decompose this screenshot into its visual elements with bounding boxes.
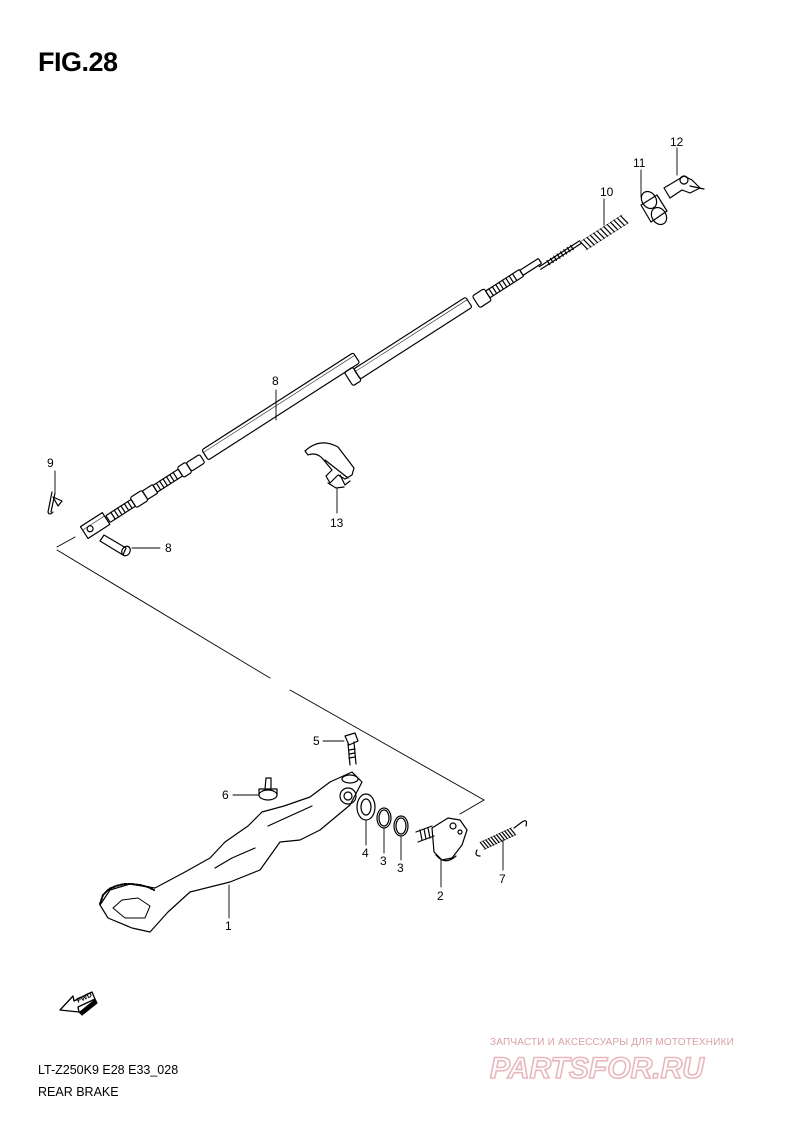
callout-5: 5 <box>313 734 320 748</box>
callout-4: 4 <box>362 846 369 860</box>
washer[interactable] <box>356 793 376 821</box>
pedal-bolt[interactable] <box>344 732 359 766</box>
callout-6: 6 <box>222 788 229 802</box>
cable-lower-adjuster <box>105 454 205 523</box>
cable-upper-fitting <box>472 258 542 308</box>
return-spring-upper[interactable] <box>579 214 629 251</box>
callout-7: 7 <box>499 872 506 886</box>
leader-lines <box>54 147 678 919</box>
cotter-pin[interactable] <box>47 491 63 515</box>
callout-14: 13 <box>330 516 344 530</box>
o-ring-b[interactable] <box>393 815 409 837</box>
callout-2: 2 <box>437 889 444 903</box>
watermark-tagline: ЗАПЧАСТИ И АКСЕССУАРЫ ДЛЯ МОТОТЕХНИКИ <box>490 1037 735 1048</box>
cable-clevis <box>79 512 111 540</box>
brake-cam-lever[interactable] <box>415 817 468 862</box>
brake-cable[interactable] <box>79 240 582 540</box>
callout-1: 1 <box>225 919 232 933</box>
figure-title: FIG.28 <box>38 47 118 77</box>
o-ring-a[interactable] <box>376 807 392 829</box>
reference-lines <box>56 536 485 815</box>
callout-9: 8 <box>165 541 172 555</box>
brake-pedal[interactable] <box>99 771 363 933</box>
pedal-stopper[interactable] <box>258 777 278 801</box>
watermark-logo: PARTSFOR.RU <box>489 1051 706 1086</box>
cable-sheath-upper <box>353 297 472 379</box>
callout-3b: 3 <box>397 861 404 875</box>
cable-clamp[interactable] <box>304 442 355 489</box>
pedal-return-spring[interactable] <box>475 820 528 857</box>
cable-joint[interactable] <box>663 175 705 199</box>
callout-10: 9 <box>47 456 54 470</box>
callout-labels: 8 9 8 10 11 12 13 5 6 4 3 3 2 7 1 <box>47 135 684 933</box>
clevis-pin[interactable] <box>99 534 132 557</box>
callout-13: 12 <box>670 135 684 149</box>
callout-8: 8 <box>272 374 279 388</box>
section-name: REAR BRAKE <box>38 1085 119 1099</box>
model-code: LT-Z250K9 E28 E33_028 <box>38 1063 179 1077</box>
adjuster-collar[interactable] <box>638 189 669 228</box>
cable-sheath-lower <box>201 352 360 460</box>
cable-collar <box>344 367 362 386</box>
watermark-logo-text: PARTSFOR.RU <box>490 1052 705 1085</box>
callout-3a: 3 <box>380 854 387 868</box>
fwd-arrow-icon: FWD <box>59 991 98 1016</box>
cable-inner-wire <box>538 240 582 270</box>
callout-11: 10 <box>600 185 614 199</box>
callout-12: 11 <box>633 156 646 170</box>
